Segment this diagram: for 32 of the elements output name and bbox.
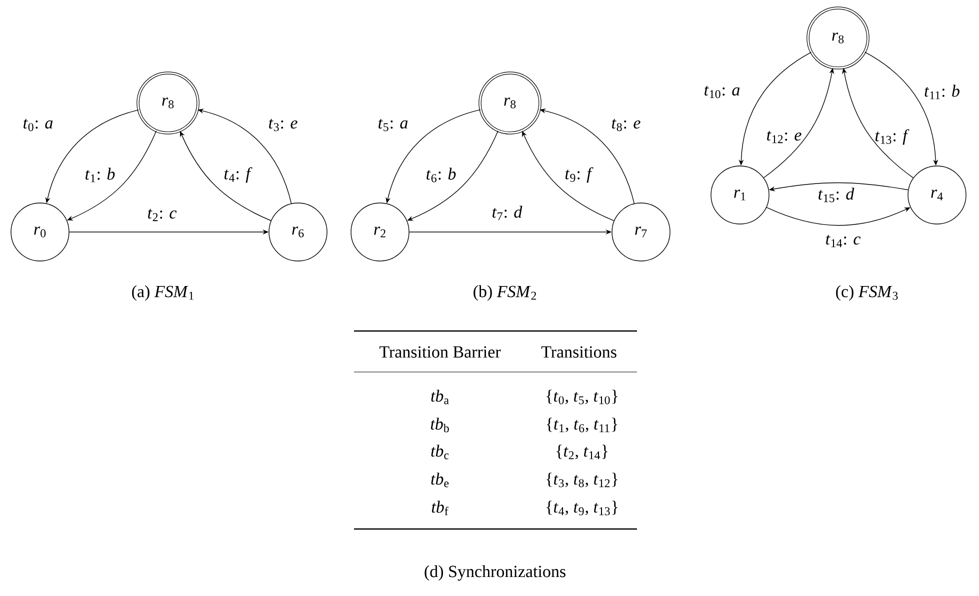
edge-label: t$_{3}$: e: [269, 118, 298, 132]
caption: (c) FSM$_{3}$: [836, 285, 898, 301]
edge-label: t$_{11}$: b: [924, 84, 960, 100]
caption: (a) FSM$_{1}$: [132, 285, 194, 301]
edge-label: t$_{0}$: a: [24, 118, 53, 132]
edge-label: t$_{5}$: a: [378, 118, 408, 132]
edge-label: t$_{12}$: e: [767, 130, 802, 144]
edge-label: t$_{15}$: d: [818, 188, 854, 202]
table-cell: tb$_{c}$: [431, 444, 449, 460]
edge-label: t$_{8}$: e: [612, 118, 640, 132]
edge-label: t$_{4}$: f: [224, 167, 252, 183]
table-cell: {t$_{2}$, t$_{14}$}: [556, 444, 608, 460]
caption: (b) FSM$_{2}$: [474, 285, 536, 301]
table-cell: {t$_{0}$, t$_{5}$, t$_{10}$}: [546, 390, 618, 404]
edge-label: t$_{9}$: f: [565, 167, 594, 183]
edge-label: t$_{13}$: f: [876, 129, 910, 145]
table-cell: {t$_{1}$, t$_{6}$, t$_{11}$}: [546, 418, 618, 432]
edge-label: t$_{6}$: b: [426, 168, 456, 182]
caption: (d) Synchronizations: [424, 565, 566, 581]
edge-label: t$_{14}$: c: [826, 234, 861, 248]
table-header: Transitions: [541, 346, 616, 358]
table-cell: tb$_{a}$: [431, 390, 449, 404]
table-cell: tb$_{b}$: [430, 418, 449, 432]
table-cell: tb$_{e}$: [431, 472, 449, 488]
table-cell: {t$_{3}$, t$_{8}$, t$_{12}$}: [546, 472, 618, 488]
edge-label: t$_{2}$: c: [148, 208, 177, 222]
edge-label: t$_{7}$: d: [492, 206, 522, 220]
table-cell: {t$_{4}$, t$_{9}$, t$_{13}$}: [546, 500, 618, 516]
table-header: Transition Barrier: [380, 346, 501, 358]
table-cell: tb$_{f}$: [432, 500, 448, 516]
edge-label: t$_{1}$: b: [86, 168, 115, 182]
edge-label: t$_{10}$: a: [704, 86, 740, 98]
